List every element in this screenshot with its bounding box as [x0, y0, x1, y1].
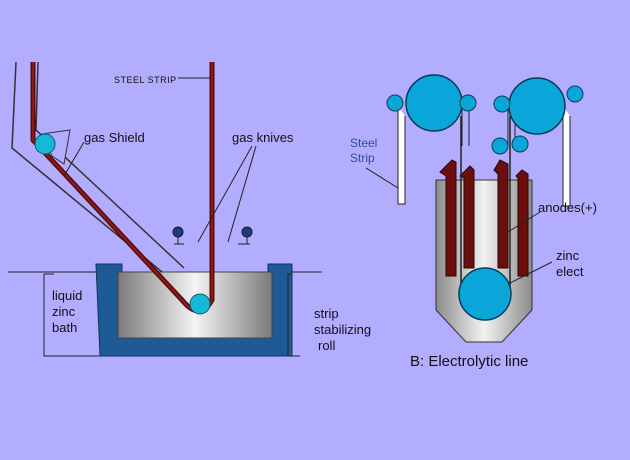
leader-zinc-elect [507, 261, 553, 285]
leader-anodes [507, 211, 541, 233]
label-gas-shield: gas Shield [84, 130, 145, 145]
label-liquid-zinc-bath: liquid zinc bath [52, 288, 82, 336]
label-steel-strip: STEEL STRIP [114, 75, 177, 85]
leader-steel-strip-right [365, 167, 399, 189]
gas-shield [11, 61, 185, 273]
small-roll-2 [459, 94, 477, 112]
label-strip-stabilizing-roll: strip stabilizing roll [314, 306, 371, 354]
caption-electrolytic-line: B: Electrolytic line [410, 353, 529, 370]
label-steel-strip-right-line1: Steel [350, 136, 378, 150]
cell-bottom-roll [458, 267, 512, 321]
leader-gas-shield [63, 141, 85, 177]
leader-gas-knives-2 [227, 145, 257, 243]
bracket-liquid-zinc [43, 273, 100, 357]
label-zinc-elect-line1: zinc [556, 248, 580, 263]
gas-knife-right [241, 226, 253, 238]
label-liquid-zinc-bath-line1: liquid [52, 288, 83, 303]
shield-roll [34, 133, 56, 155]
label-steel-strip-right: Steel Strip [350, 136, 377, 166]
electrolytic-strip [460, 116, 511, 300]
small-roll-1 [386, 94, 404, 112]
label-ssr-line1: strip [314, 306, 339, 321]
sink-roll [189, 293, 211, 315]
small-roll-6 [511, 135, 529, 153]
bracket-stabilizing-roll [287, 273, 300, 357]
anode-left-2 [459, 165, 475, 269]
small-roll-3 [493, 95, 511, 113]
label-gas-knives: gas knives [232, 130, 294, 145]
small-roll-5 [491, 137, 509, 155]
top-roll-left [405, 74, 463, 132]
label-ssr-line3: roll [318, 338, 336, 353]
label-liquid-zinc-bath-line2: zinc [52, 304, 76, 319]
gas-knife-left [172, 226, 184, 238]
label-liquid-zinc-bath-line3: bath [52, 320, 78, 335]
anode-left [439, 159, 457, 277]
anode-right [493, 159, 509, 269]
small-roll-4 [566, 85, 584, 103]
strip-loop-right [562, 106, 571, 207]
label-anodes: anodes(+) [538, 200, 597, 215]
label-zinc-elect: zinc elect [556, 248, 583, 280]
label-steel-strip-right-line2: Strip [350, 151, 375, 165]
label-ssr-line2: stabilizing [314, 322, 372, 337]
strip-loop-left [397, 106, 406, 205]
strip-loop-mid [461, 106, 470, 146]
label-zinc-elect-line2: elect [556, 264, 584, 279]
top-roll-right [508, 77, 566, 135]
leader-gas-knives-1 [197, 145, 253, 243]
